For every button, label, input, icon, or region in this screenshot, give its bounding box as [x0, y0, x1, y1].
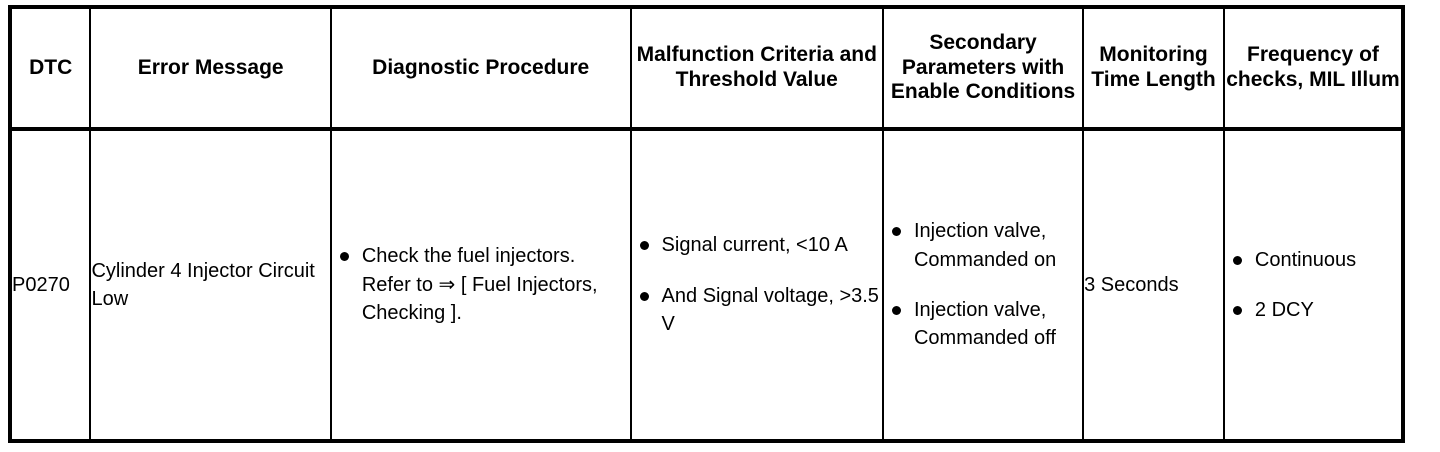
list-item: Check the fuel injectors. Refer to ⇒ [ F… [332, 242, 630, 327]
cell-malfunction-criteria: Signal current, <10 A And Signal voltage… [629, 129, 884, 441]
list-item: Injection valve, Commanded on [884, 217, 1082, 274]
header-row: DTC Error Message Diagnostic Procedure M… [10, 7, 1403, 131]
table-body: P0270 Cylinder 4 Injector Circuit Low Ch… [10, 129, 1403, 441]
column-header-dtc: DTC [10, 7, 92, 131]
column-header-diagnostic-procedure: Diagnostic Procedure [329, 7, 632, 131]
cell-frequency-mil: Continuous 2 DCY [1222, 129, 1403, 441]
column-header-monitoring-time: Monitoring Time Length [1082, 7, 1225, 131]
secondary-bullet-list: Injection valve, Commanded on Injection … [884, 217, 1082, 353]
criteria-bullet-list: Signal current, <10 A And Signal voltage… [632, 231, 882, 338]
column-header-error-message: Error Message [89, 7, 332, 131]
frequency-bullet-list: Continuous 2 DCY [1225, 246, 1401, 325]
cell-diagnostic-procedure: Check the fuel injectors. Refer to ⇒ [ F… [329, 129, 632, 441]
cell-dtc-code: P0270 [10, 129, 92, 441]
list-item: And Signal voltage, >3.5 V [632, 282, 882, 339]
cell-secondary-parameters: Injection valve, Commanded on Injection … [881, 129, 1085, 441]
procedure-bullet-list: Check the fuel injectors. Refer to ⇒ [ F… [332, 242, 630, 327]
cell-error-message: Cylinder 4 Injector Circuit Low [89, 129, 332, 441]
table-header: DTC Error Message Diagnostic Procedure M… [10, 7, 1403, 131]
list-item: Signal current, <10 A [632, 231, 882, 259]
column-header-malfunction-criteria: Malfunction Criteria and Threshold Value [629, 7, 884, 131]
table-row: P0270 Cylinder 4 Injector Circuit Low Ch… [10, 129, 1403, 441]
column-header-frequency-mil: Frequency of checks, MIL Illum [1222, 7, 1403, 131]
column-header-secondary-parameters: Secondary Parameters with Enable Conditi… [881, 7, 1085, 131]
list-item: Continuous [1225, 246, 1401, 274]
list-item: Injection valve, Commanded off [884, 296, 1082, 353]
dtc-diagnostics-table: DTC Error Message Diagnostic Procedure M… [8, 5, 1405, 443]
list-item: 2 DCY [1225, 296, 1401, 324]
cell-monitoring-time: 3 Seconds [1082, 129, 1225, 441]
